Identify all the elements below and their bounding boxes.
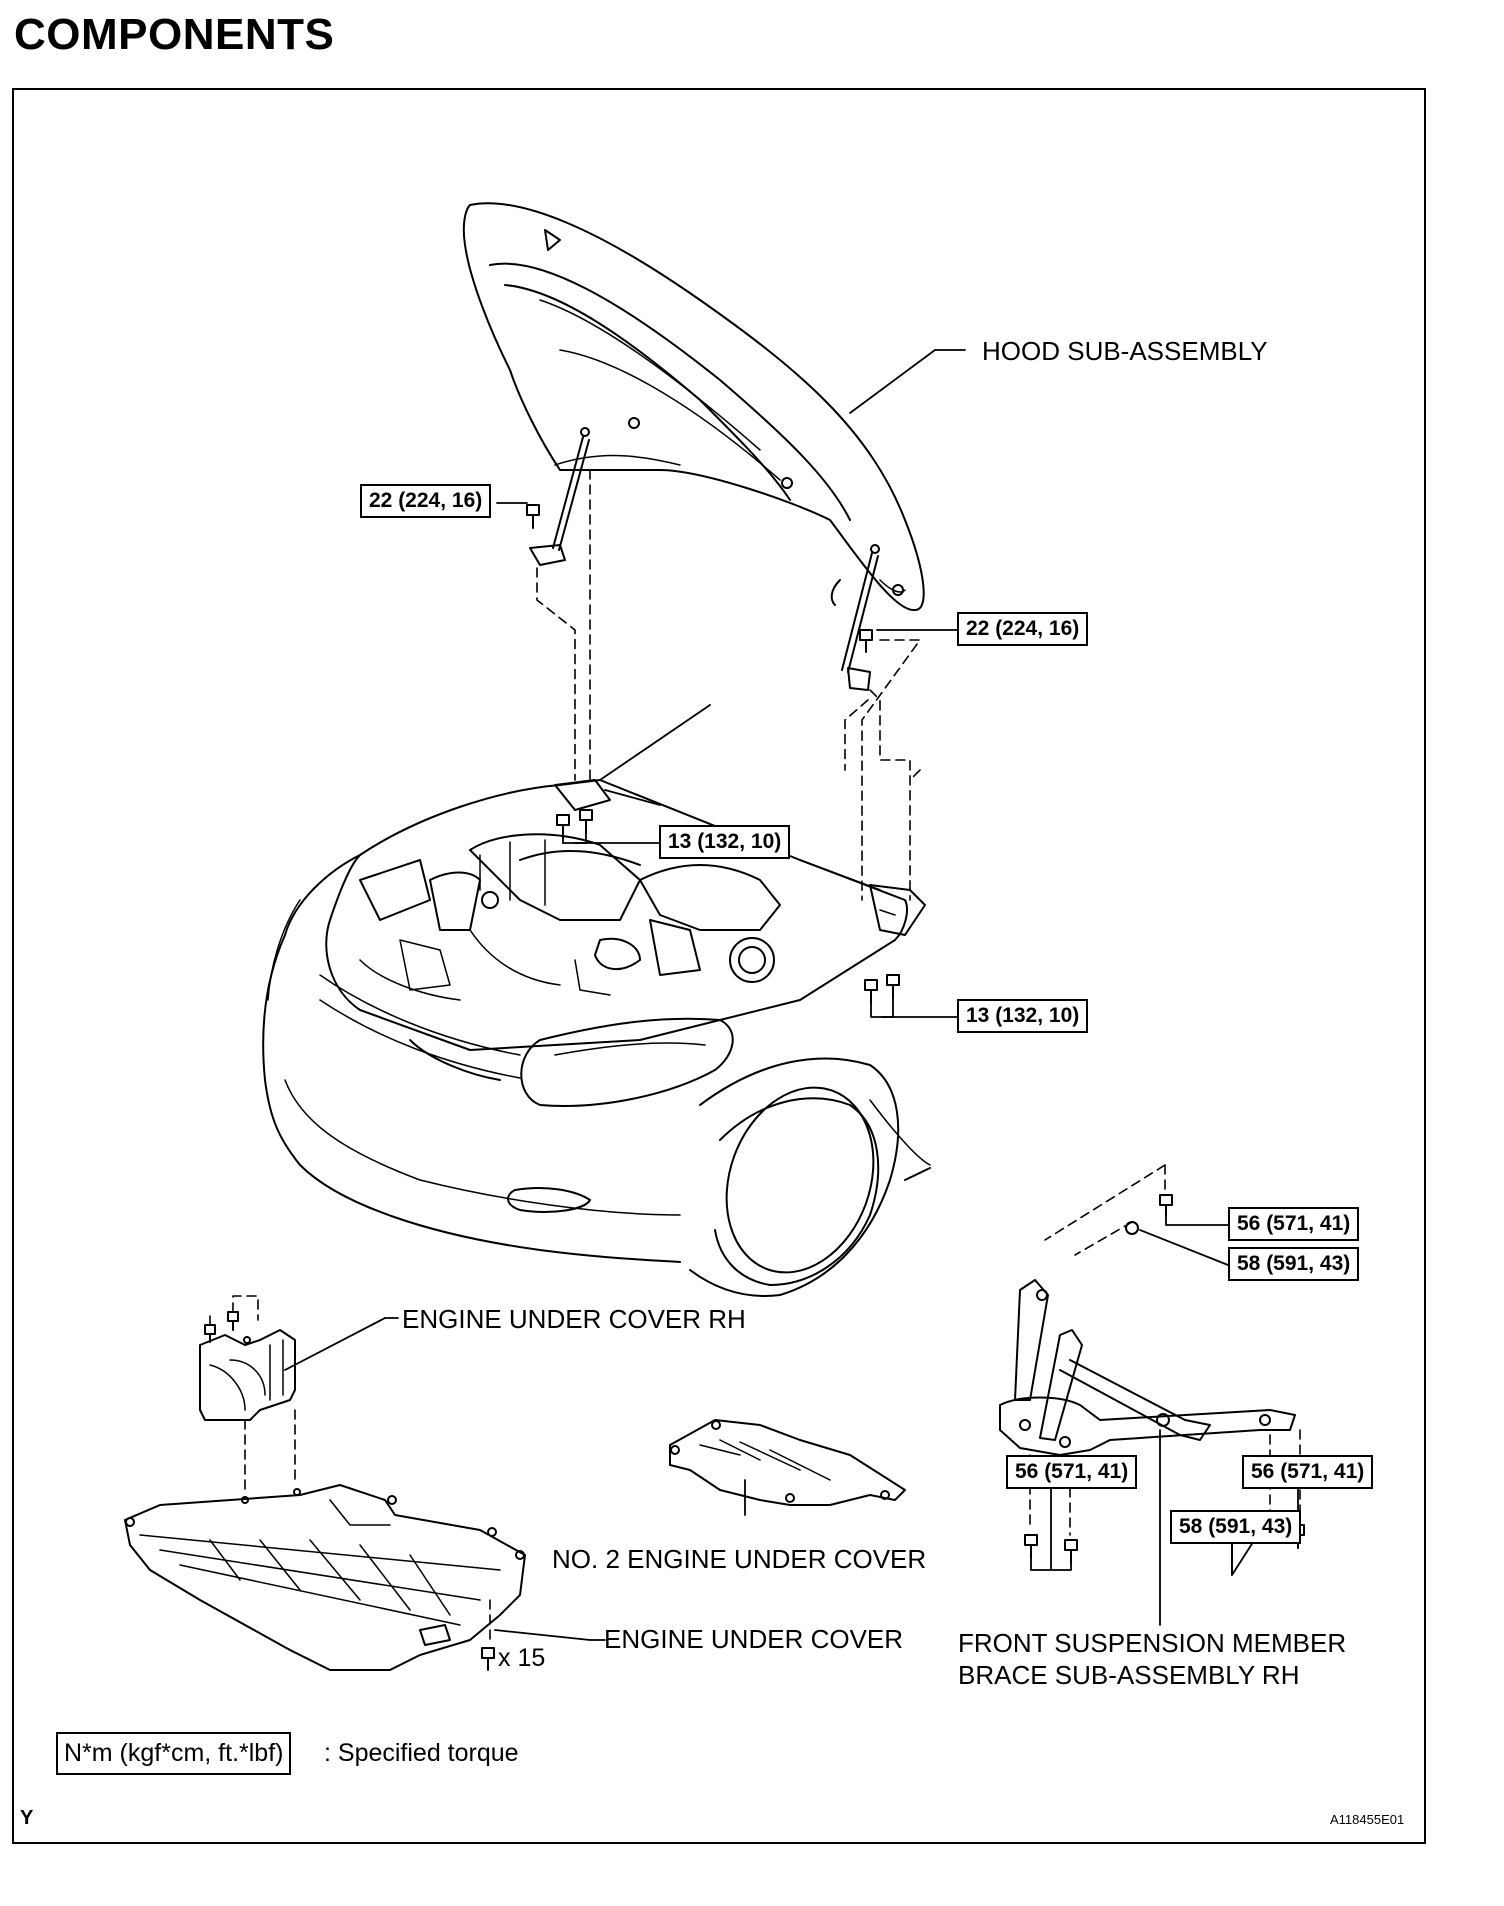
leader-lines	[284, 349, 1299, 1641]
page-title: COMPONENTS	[14, 10, 335, 59]
torque-brace-right-bolt: 56 (571, 41)	[1242, 1455, 1374, 1489]
label-bolt-count: x 15	[498, 1644, 546, 1672]
vehicle-illustration	[262, 779, 931, 1297]
hood-alignment-lines	[536, 469, 921, 901]
torque-hood-right: 22 (224, 16)	[957, 612, 1089, 646]
label-hood-sub-assembly: HOOD SUB-ASSEMBLY	[982, 336, 1268, 366]
hood-bolts	[526, 504, 873, 691]
torque-brace-top-nut: 58 (591, 43)	[1228, 1247, 1360, 1281]
legend-description: : Specified torque	[324, 1739, 519, 1767]
hood-support-rods	[552, 427, 880, 673]
label-front-suspension-line2: BRACE SUB-ASSEMBLY RH	[958, 1660, 1300, 1690]
label-no2-engine-under-cover: NO. 2 ENGINE UNDER COVER	[552, 1544, 927, 1574]
label-front-suspension-line1: FRONT SUSPENSION MEMBER	[958, 1628, 1347, 1658]
engine-under-cover-rh-illustration	[199, 1311, 296, 1421]
torque-hood-left: 22 (224, 16)	[360, 484, 492, 518]
brace-illustration	[999, 1279, 1296, 1456]
footer-mark: Y	[20, 1807, 34, 1829]
no2-engine-under-cover-illustration	[669, 1419, 906, 1506]
torque-brace-top-bolt: 56 (571, 41)	[1228, 1207, 1360, 1241]
torque-brace-left-bolts: 56 (571, 41)	[1006, 1455, 1138, 1489]
torque-brace-right-nut: 58 (591, 43)	[1170, 1510, 1302, 1544]
rh-cover-alignment-lines	[209, 1295, 296, 1496]
hinge-bolts	[556, 809, 900, 1004]
under-cover-bolt	[481, 1647, 495, 1671]
figure-id: A118455E01	[1330, 1812, 1405, 1827]
engine-under-cover-illustration	[124, 1484, 526, 1671]
label-engine-under-cover: ENGINE UNDER COVER	[604, 1624, 904, 1654]
hood-illustration	[462, 202, 925, 612]
label-engine-under-cover-rh: ENGINE UNDER COVER RH	[402, 1304, 746, 1334]
torque-hinge-right: 13 (132, 10)	[957, 999, 1089, 1033]
legend-torque-units: N*m (kgf*cm, ft.*lbf)	[56, 1732, 292, 1775]
diagram-frame	[12, 88, 1426, 1844]
torque-hinge-left: 13 (132, 10)	[659, 825, 791, 859]
